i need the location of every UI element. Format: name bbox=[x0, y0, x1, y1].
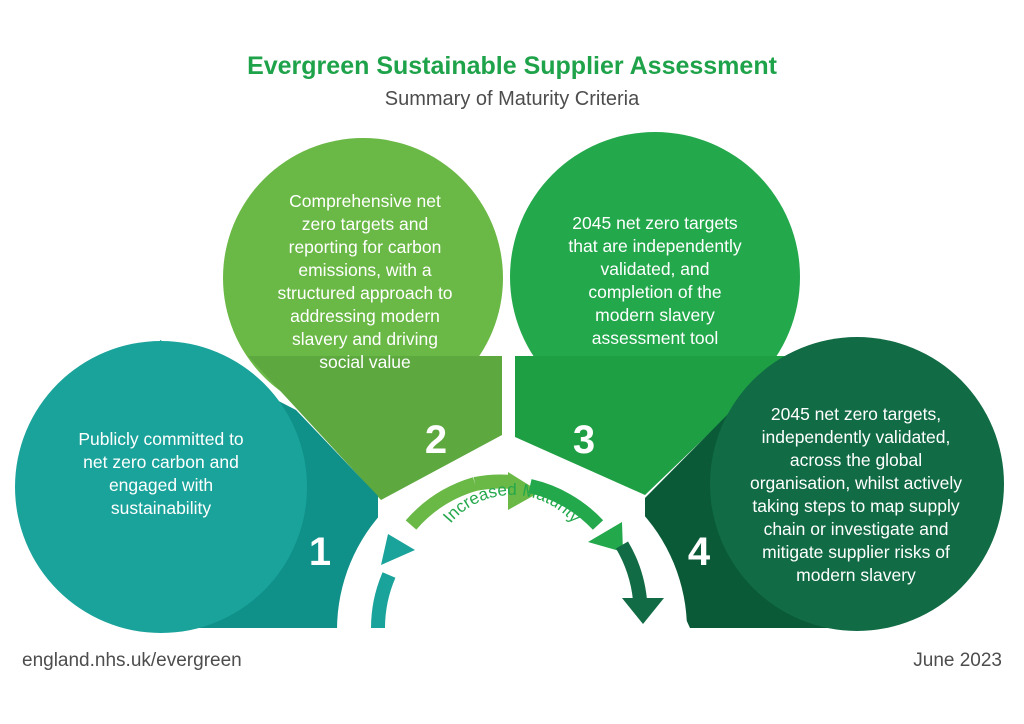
step-2-description: Comprehensive net zero targets and repor… bbox=[277, 191, 453, 372]
step-4-shape bbox=[645, 337, 1004, 631]
diagram-title: Evergreen Sustainable Supplier Assessmen… bbox=[247, 52, 777, 80]
step-1-description: Publicly committed to net zero carbon an… bbox=[78, 429, 244, 518]
step-4-description: 2045 net zero targets, independently val… bbox=[749, 404, 963, 585]
step-3-number: 3 bbox=[573, 418, 595, 462]
diagram-subtitle: Summary of Maturity Criteria bbox=[384, 88, 640, 110]
maturity-arrow bbox=[371, 472, 664, 629]
step-4-number: 4 bbox=[688, 530, 711, 574]
step-2-number: 2 bbox=[425, 418, 447, 462]
center-arch bbox=[337, 455, 687, 630]
footer-date: June 2023 bbox=[913, 650, 1002, 671]
step-1-shape bbox=[15, 340, 378, 633]
footer-url: england.nhs.uk/evergreen bbox=[22, 650, 242, 671]
step-2-shape bbox=[223, 138, 503, 500]
step-3-shape bbox=[510, 132, 800, 495]
step-1-number: 1 bbox=[309, 530, 331, 574]
step-3-description: 2045 net zero targets that are independe… bbox=[568, 213, 742, 348]
